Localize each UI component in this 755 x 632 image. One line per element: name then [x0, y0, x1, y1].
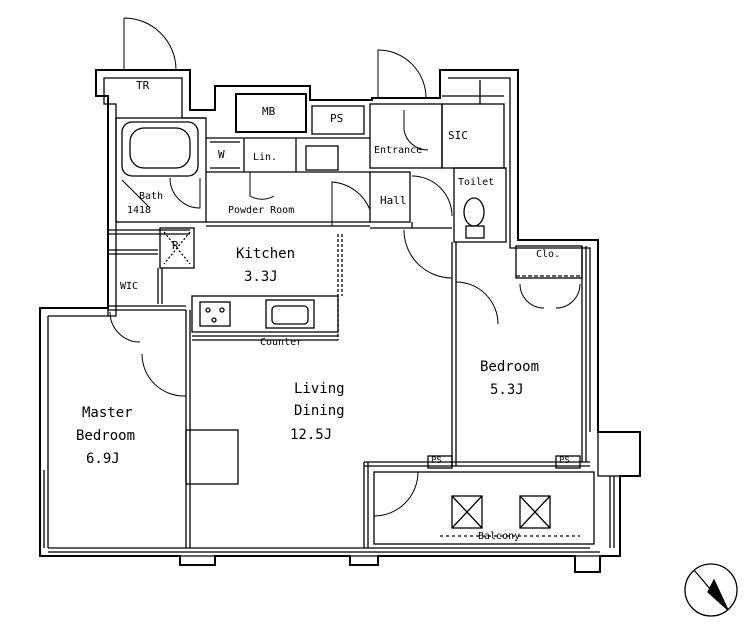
powder-room-label: Powder Room — [228, 205, 295, 216]
sic-label: SIC — [448, 129, 468, 142]
clo-label: Clo. — [536, 249, 561, 260]
toilet-label: Toilet — [458, 177, 495, 188]
bedroom-label: Bedroom — [480, 359, 540, 375]
bath-label: Bath — [139, 191, 164, 202]
ps-top-label: PS — [330, 112, 344, 125]
sink-icon — [271, 305, 309, 325]
ps-left-label: PS — [431, 456, 442, 466]
wic-label: WIC — [120, 281, 139, 292]
living-dining-size-label: 12.5J — [290, 427, 333, 443]
master-bedroom-label: Bedroom — [76, 428, 136, 444]
bedroom-size-label: 5.3J — [490, 382, 524, 398]
lin-label: Lin. — [253, 152, 278, 163]
tr-label: TR — [136, 79, 150, 92]
interior-walls — [108, 80, 595, 548]
door-swing-icon — [109, 17, 581, 517]
north-arrow-icon — [684, 563, 738, 617]
master-label: Master — [82, 405, 133, 421]
exterior-walls — [39, 69, 641, 573]
ps-right-label: PS — [559, 456, 570, 466]
counter-label: Counter — [260, 337, 303, 348]
r-label: R — [172, 239, 179, 252]
toilet-icon — [463, 197, 485, 239]
entrance-label: Entrance — [374, 145, 423, 156]
kitchen-size-label: 3.3J — [244, 269, 278, 285]
stove-icon — [205, 307, 225, 323]
master-bedroom-size-label: 6.9J — [86, 451, 120, 467]
living-label: Living — [294, 381, 345, 397]
w-label: W — [218, 148, 225, 161]
bath-size-label: 1418 — [127, 205, 152, 216]
bathtub-icon — [121, 121, 199, 177]
balcony-label: Balcony — [478, 531, 521, 542]
balcony-outdoor-units — [451, 495, 551, 529]
kitchen-label: Kitchen — [236, 246, 296, 262]
mb-label: MB — [262, 105, 276, 118]
hall-label: Hall — [380, 194, 407, 207]
dining-label: Dining — [294, 403, 345, 419]
r-box-icon — [163, 231, 191, 265]
